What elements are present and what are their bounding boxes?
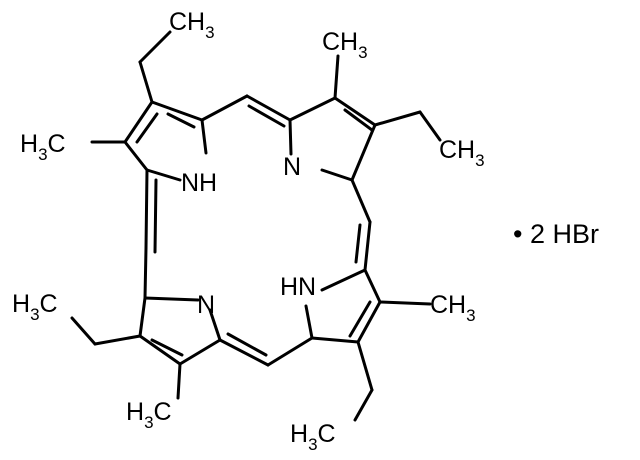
- ethyl-h3c-bottom-right: H3C: [290, 420, 336, 454]
- bond-skeleton: [70, 30, 442, 422]
- methyl-h3c-bottom: H3C: [126, 398, 172, 432]
- n-label-top: N: [283, 153, 301, 181]
- salt-label: • 2 HBr: [513, 219, 599, 249]
- n-label-bottom: N: [197, 291, 215, 319]
- hn-label-bottom: HN: [280, 273, 316, 301]
- ring-nitrogen-labels: NH N N HN: [181, 153, 316, 319]
- nh-label-top: NH: [181, 169, 217, 197]
- ethyl-ch3-top-left: CH3: [169, 8, 215, 42]
- methyl-ch3-top-right: CH3: [322, 28, 368, 62]
- ethyl-h3c-bottom-left: H3C: [12, 290, 58, 324]
- methyl-ch3-bottom-right: CH3: [430, 291, 476, 325]
- methyl-h3c-left: H3C: [20, 130, 66, 164]
- ethyl-ch3-right: CH3: [439, 136, 485, 170]
- substituent-labels: CH3 H3C CH3 CH3 CH3 H3C H3C H3C: [12, 8, 485, 454]
